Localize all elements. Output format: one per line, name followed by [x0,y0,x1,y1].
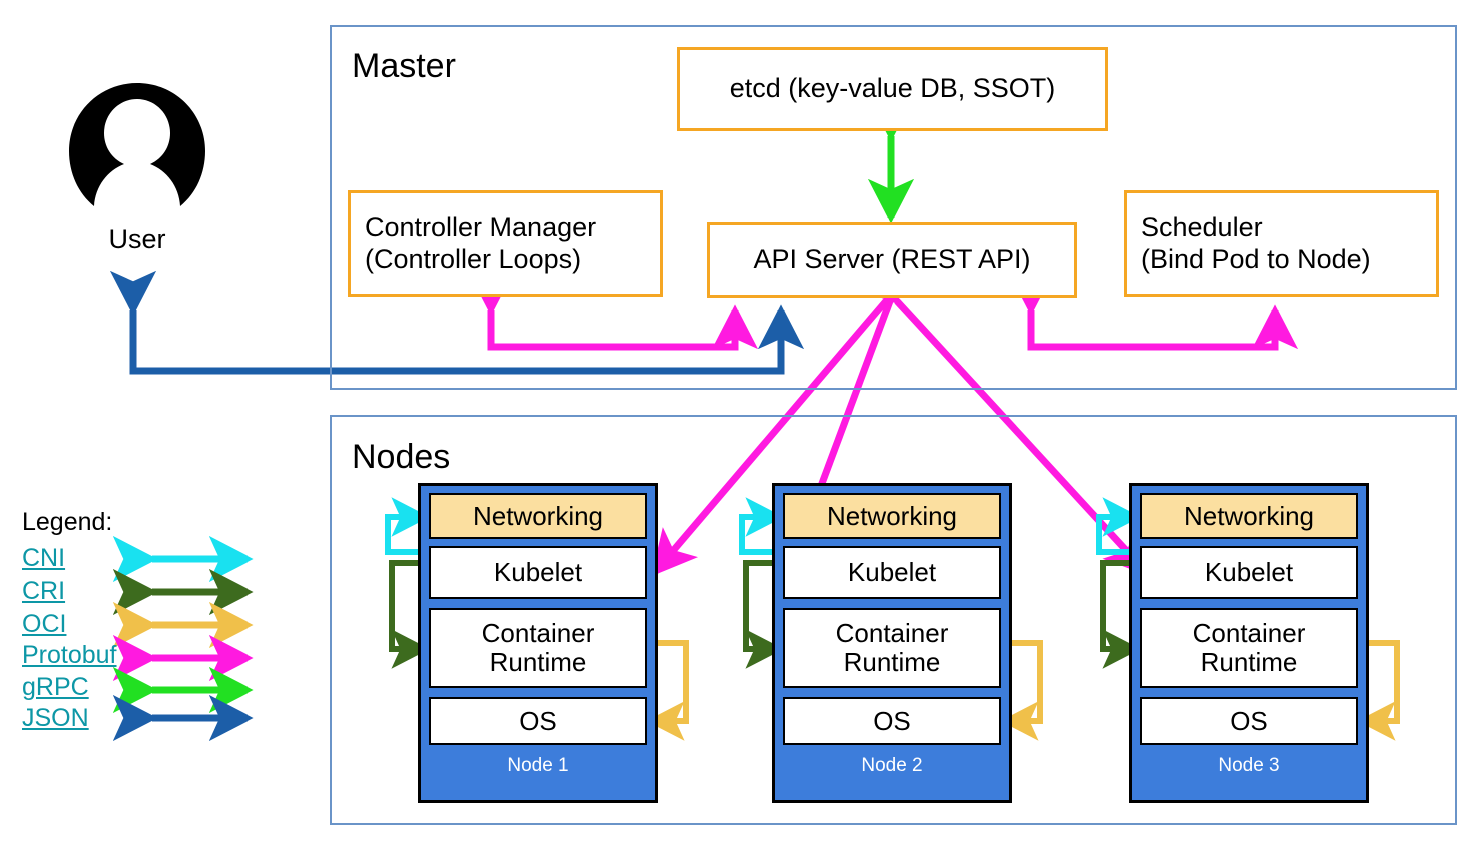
legend-item-oci[interactable]: OCI [22,610,67,638]
etcd-label: etcd (key-value DB, SSOT) [729,73,1056,104]
api-server-label: API Server (REST API) [753,244,1031,275]
nodes-group [330,415,1457,825]
nodes-group-title: Nodes [352,438,451,476]
master-group [330,25,1457,390]
user-figure: User [64,78,210,255]
legend-item-cri[interactable]: CRI [22,577,66,605]
node3-name: Node 3 [1218,755,1280,776]
node1-layer-kubelet[interactable]: Kubelet [429,546,647,599]
node3-layer-os[interactable]: OS [1140,697,1358,745]
user-avatar-icon [64,78,210,224]
node-card-2[interactable]: Networking Kubelet Container Runtime OS … [772,483,1012,803]
legend-item-grpc[interactable]: gRPC [22,673,89,701]
node3-layer-networking[interactable]: Networking [1140,493,1358,539]
user-label: User [108,224,166,254]
master-group-title: Master [352,47,456,85]
node3-layer-container-runtime[interactable]: Container Runtime [1140,608,1358,688]
legend-title: Legend: [22,508,113,536]
node2-layer-os[interactable]: OS [783,697,1001,745]
node2-name: Node 2 [861,755,923,776]
etcd-box[interactable]: etcd (key-value DB, SSOT) [677,47,1108,131]
legend-item-protobuf[interactable]: Protobuf [22,641,117,669]
node2-layer-networking[interactable]: Networking [783,493,1001,539]
legend-item-json[interactable]: JSON [22,704,89,732]
node1-layer-networking[interactable]: Networking [429,493,647,539]
node-card-1[interactable]: Networking Kubelet Container Runtime OS … [418,483,658,803]
controller-manager-label: Controller Manager (Controller Loops) [365,212,597,274]
scheduler-label: Scheduler (Bind Pod to Node) [1141,212,1371,274]
node3-layer-kubelet[interactable]: Kubelet [1140,546,1358,599]
node1-layer-container-runtime[interactable]: Container Runtime [429,608,647,688]
node1-layer-os[interactable]: OS [429,697,647,745]
node2-layer-kubelet[interactable]: Kubelet [783,546,1001,599]
legend-item-cni[interactable]: CNI [22,544,66,572]
scheduler-box[interactable]: Scheduler (Bind Pod to Node) [1124,190,1439,297]
node2-layer-container-runtime[interactable]: Container Runtime [783,608,1001,688]
node-card-3[interactable]: Networking Kubelet Container Runtime OS … [1129,483,1369,803]
controller-manager-box[interactable]: Controller Manager (Controller Loops) [348,190,663,297]
node1-name: Node 1 [507,755,569,776]
api-server-box[interactable]: API Server (REST API) [707,222,1077,298]
